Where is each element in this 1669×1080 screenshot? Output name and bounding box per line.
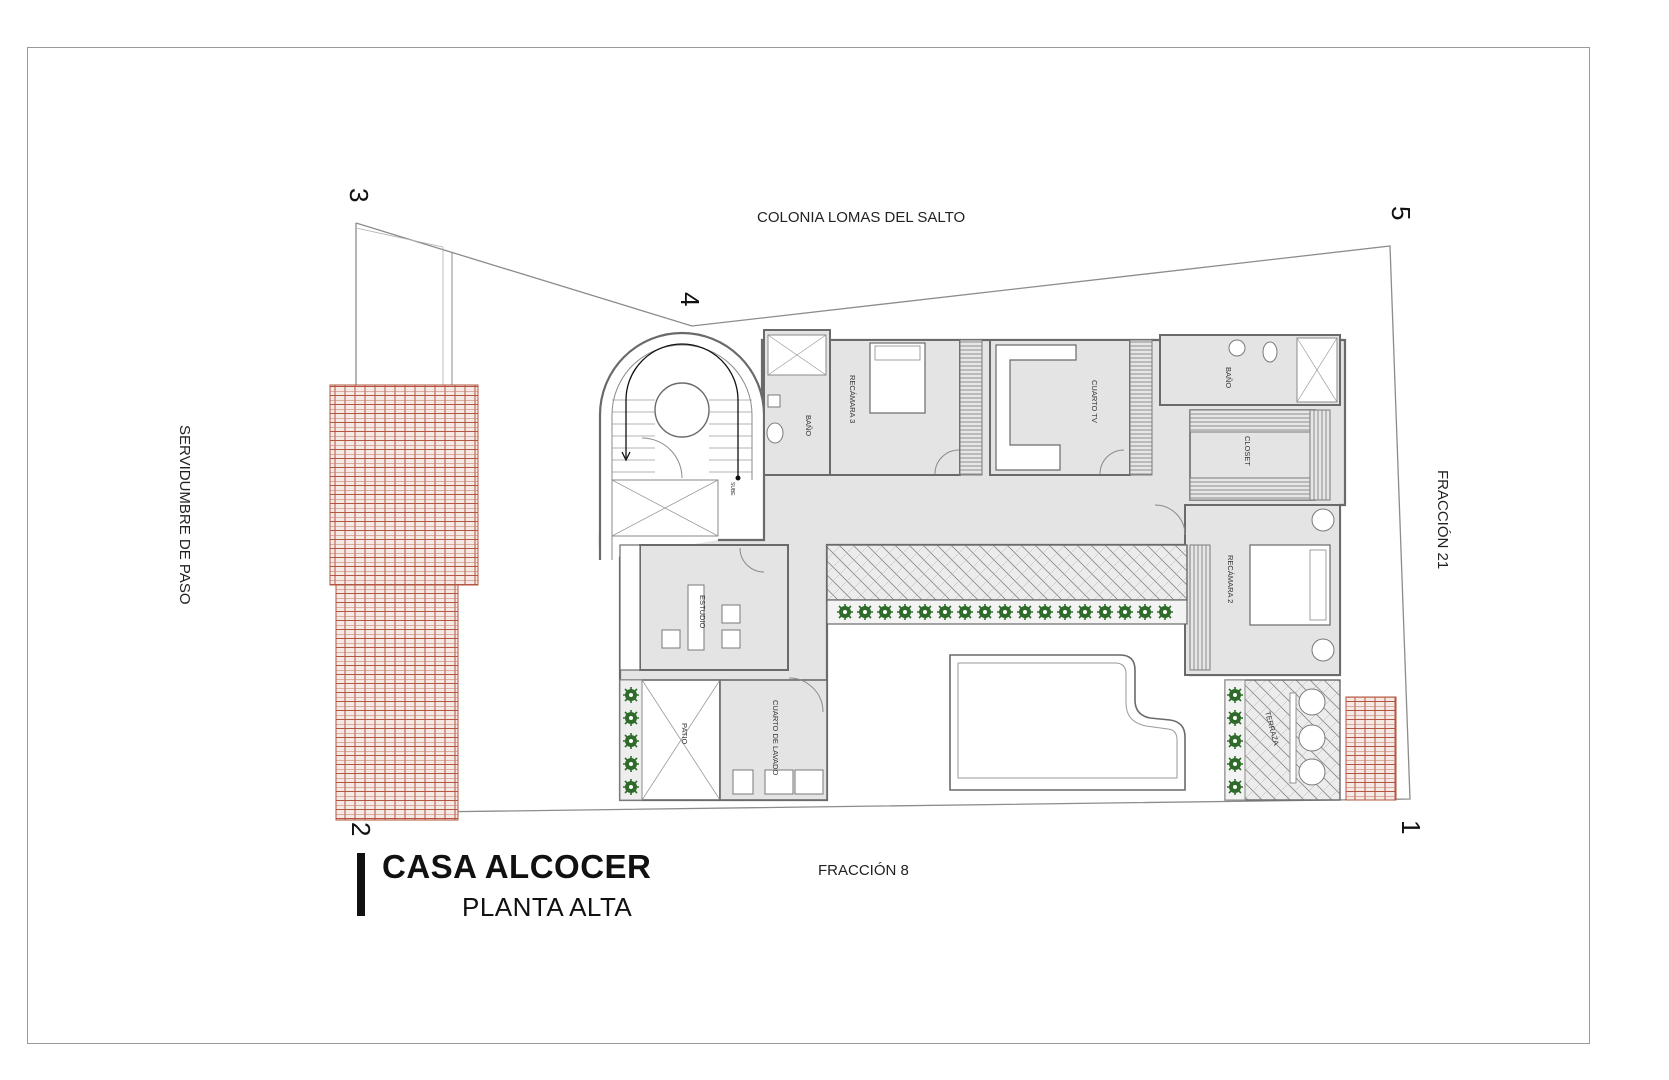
plan-title: CASA ALCOCER [382,848,652,885]
lot-boundary [354,222,1411,814]
room-closet: CLOSET [1243,436,1252,466]
room-cuarto-tv: CUARTO TV [1090,380,1099,423]
drawing-frame [27,47,1590,1044]
room-recamara-2: RECÁMARA 2 [1226,555,1235,603]
stair-label: SUBE [729,482,735,496]
vertex-3: 3 [344,188,374,202]
room-bano-1: BAÑO [804,415,813,436]
room-estudio: ESTUDIO [698,595,707,629]
plan-subtitle: PLANTA ALTA [462,892,633,922]
title-bar [357,853,365,916]
boundary-south: FRACCIÓN 8 [818,862,909,879]
room-recamara-3: RECÁMARA 3 [848,375,857,423]
boundary-east: FRACCIÓN 21 [1434,470,1451,569]
house-walls [598,329,1347,802]
roof-tiles [329,384,1397,821]
room-cuarto-lavado: CUARTO DE LAVADO [771,700,780,775]
vertex-1: 1 [1396,820,1426,834]
boundary-north: COLONIA LOMAS DEL SALTO [757,209,965,226]
vertex-5: 5 [1386,206,1416,220]
room-bano-2: BAÑO [1224,367,1233,388]
boundary-west: SERVIDUMBRE DE PASO [176,425,193,605]
room-patio: PATIO [680,723,689,745]
vertex-4: 4 [675,292,705,306]
vertex-2: 2 [346,822,376,836]
